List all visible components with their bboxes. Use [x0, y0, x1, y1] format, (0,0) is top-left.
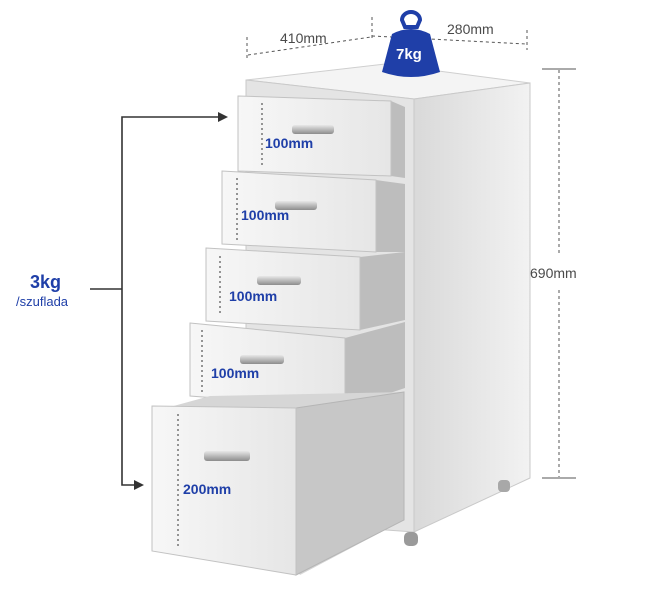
drawer-3-height: 100mm: [229, 288, 277, 304]
width-label: 280mm: [447, 21, 494, 37]
load-bracket: [90, 116, 220, 486]
arrow-head-top: [218, 112, 228, 122]
drawer-4-handle: [240, 355, 284, 364]
drawer-1-height: 100mm: [265, 135, 313, 151]
drawer-2-handle: [275, 201, 317, 210]
drawer-height-lines: [177, 103, 263, 548]
drawer-5-handle: [204, 451, 250, 461]
drawer-3-handle: [257, 276, 301, 285]
drawer-1: [237, 95, 405, 178]
drawer-load-value: 3kg: [30, 272, 61, 292]
drawer-5: [151, 391, 405, 576]
drawer-2: [221, 170, 405, 253]
kettlebell-weight-icon: 7kg: [382, 10, 440, 77]
drawer-2-height: 100mm: [241, 207, 289, 223]
total-weight-label: 7kg: [396, 46, 422, 63]
depth-label: 410mm: [280, 30, 327, 46]
drawer-4: [189, 322, 405, 409]
drawer-4-height: 100mm: [211, 365, 259, 381]
arrow-head-bottom: [134, 480, 144, 490]
drawer-load-unit: /szuflada: [16, 294, 69, 309]
height-label: 690mm: [530, 265, 577, 281]
drawer-3: [205, 247, 405, 331]
drawer-1-handle: [292, 125, 334, 134]
drawer-5-height: 200mm: [183, 481, 231, 497]
height-dimension: [542, 68, 576, 479]
